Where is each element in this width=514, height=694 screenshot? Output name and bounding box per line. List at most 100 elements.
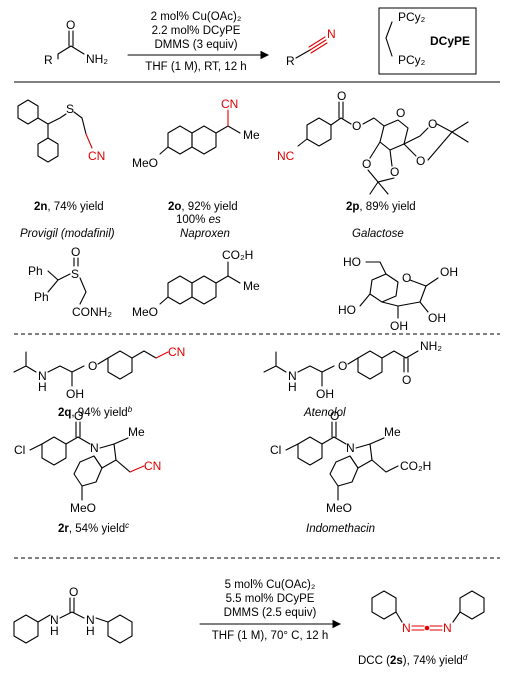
atom-meo: MeO [70, 501, 96, 515]
caption-indomethacin: Indomethacin [306, 523, 375, 535]
bottom-condition-solvent: THF (1 M), 70° C, 12 h [212, 630, 328, 642]
footnote-2r: c [125, 521, 129, 530]
atom-o: O [352, 119, 361, 133]
structure-galactose: O HO OH HO OH OH [338, 255, 458, 333]
atom-me: Me [243, 128, 260, 142]
atom-o: O [88, 359, 97, 373]
atom-o: O [338, 359, 347, 373]
dcc-product: N N [371, 590, 485, 635]
svg-text:2p, 89% yield: 2p, 89% yield [346, 201, 416, 213]
atom-n: N [38, 369, 47, 383]
atom-o: O [428, 117, 437, 131]
atom-o: O [396, 106, 405, 120]
compound-id-2s: 2s [390, 655, 403, 667]
dcype-ligand-box: PCy₂ PCy₂ DCyPE [378, 7, 477, 75]
atom-n: N [288, 369, 297, 383]
atom-s: S [71, 267, 79, 281]
atom-h: H [38, 380, 47, 394]
caption-2n: 2n, 74% yield Provigil (modafinil) [20, 201, 115, 240]
atom-s: S [66, 102, 74, 116]
atom-r: R [286, 54, 295, 68]
caption-2o: 2o, 92% yield 100% es Naproxen [168, 201, 238, 240]
atom-n: N [402, 621, 411, 635]
atom-me: Me [128, 425, 145, 439]
structure-indomethacin: Cl O N Me CO₂H MeO [270, 409, 431, 515]
atom-co2h: CO₂H [222, 248, 253, 262]
bottom-condition-catalyst: 5 mol% Cu(OAc)₂ [225, 579, 316, 591]
yield-2q: , 94% yield [71, 407, 127, 419]
es-label-2o: es [209, 214, 221, 226]
atom-n: N [346, 441, 355, 455]
svg-text:100% es: 100% es [176, 214, 221, 226]
drug-name-indomethacin: Indomethacin [306, 523, 375, 535]
atom-oh: OH [428, 311, 446, 325]
atom-me: Me [384, 425, 401, 439]
yield-2r: , 54% yield [69, 523, 125, 535]
caption-2q: 2q, 94% yieldb [58, 405, 133, 419]
caption-2p: 2p, 89% yield Galactose [346, 201, 416, 240]
atom-h: H [288, 380, 297, 394]
atom-oh: OH [316, 387, 334, 401]
atom-o: O [66, 18, 75, 32]
atom-meo: MeO [326, 501, 352, 515]
compound-id-2p: 2p [346, 201, 359, 213]
footnote-2q: b [128, 405, 133, 414]
top-condition-catalyst: 2 mol% Cu(OAc)₂ [151, 11, 242, 23]
atom-co2h: CO₂H [400, 459, 431, 473]
product-name-dcc: DCC ( [358, 655, 390, 667]
atom-o: O [402, 271, 411, 285]
structure-2q: N H OH O CN [13, 345, 185, 401]
atom-ph: Ph [34, 290, 49, 304]
structure-modafinil: Ph Ph S O CONH₂ [28, 245, 112, 319]
atom-n: N [90, 441, 99, 455]
atom-ho: HO [338, 303, 356, 317]
atom-pcy2-bottom: PCy₂ [398, 53, 426, 67]
atom-r: R [44, 53, 53, 67]
amide-reactant: O R NH₂ [44, 18, 108, 67]
structure-2n: S CN [17, 99, 105, 163]
central-carbon-dot [424, 625, 430, 631]
svg-text:2n, 74% yield: 2n, 74% yield [34, 201, 104, 213]
atom-o: O [362, 157, 371, 171]
atom-me: Me [243, 279, 260, 293]
drug-name-2n: Provigil (modafinil) [20, 228, 115, 240]
atom-n: N [86, 613, 95, 627]
atom-o: O [337, 89, 346, 103]
caption-2s: DCC (2s), 74% yieldd [358, 653, 468, 667]
atom-oh: OH [390, 319, 408, 333]
caption-atenolol: Atenolol [303, 407, 346, 419]
structure-2o: MeO Me CN [132, 97, 260, 170]
top-condition-solvent: THF (1 M), RT, 12 h [145, 61, 246, 73]
bottom-condition-silane: DMMS (2.5 equiv) [224, 607, 317, 619]
top-condition-silane: DMMS (3 equiv) [154, 39, 237, 51]
structure-2r: Cl O N Me CN MeO [14, 409, 161, 515]
atom-ho: HO [343, 255, 361, 269]
yield-2p: , 89% yield [359, 201, 415, 213]
yield-2s: ), 74% yield [403, 655, 463, 667]
top-conditions: 2 mol% Cu(OAc)₂ 2.2 mol% DCyPE DMMS (3 e… [127, 11, 270, 73]
footnote-2s: d [463, 653, 468, 662]
atom-nh2: NH₂ [86, 52, 108, 66]
atom-cl: Cl [14, 443, 25, 457]
atom-o: O [416, 154, 425, 168]
urea-reactant: N H O N H [13, 585, 133, 644]
ligand-name: DCyPE [430, 34, 470, 48]
compound-id-2n: 2n [34, 201, 47, 213]
atom-cn: CN [168, 345, 185, 359]
atom-oh: OH [66, 387, 84, 401]
atom-nc: NC [277, 149, 295, 163]
atom-o: O [69, 585, 78, 599]
top-condition-ligand: 2.2 mol% DCyPE [152, 25, 241, 37]
yield-2n: , 74% yield [47, 201, 103, 213]
svg-text:2r, 54% yieldc: 2r, 54% yieldc [58, 521, 129, 535]
atom-o: O [402, 373, 411, 387]
atom-o: O [71, 245, 80, 259]
drug-name-atenolol: Atenolol [303, 407, 346, 419]
drug-name-2p: Galactose [352, 228, 404, 240]
atom-meo: MeO [132, 156, 158, 170]
atom-oh: OH [440, 265, 458, 279]
atom-cl: Cl [270, 443, 281, 457]
atom-pcy2-top: PCy₂ [398, 10, 426, 24]
atom-n: N [327, 27, 336, 41]
